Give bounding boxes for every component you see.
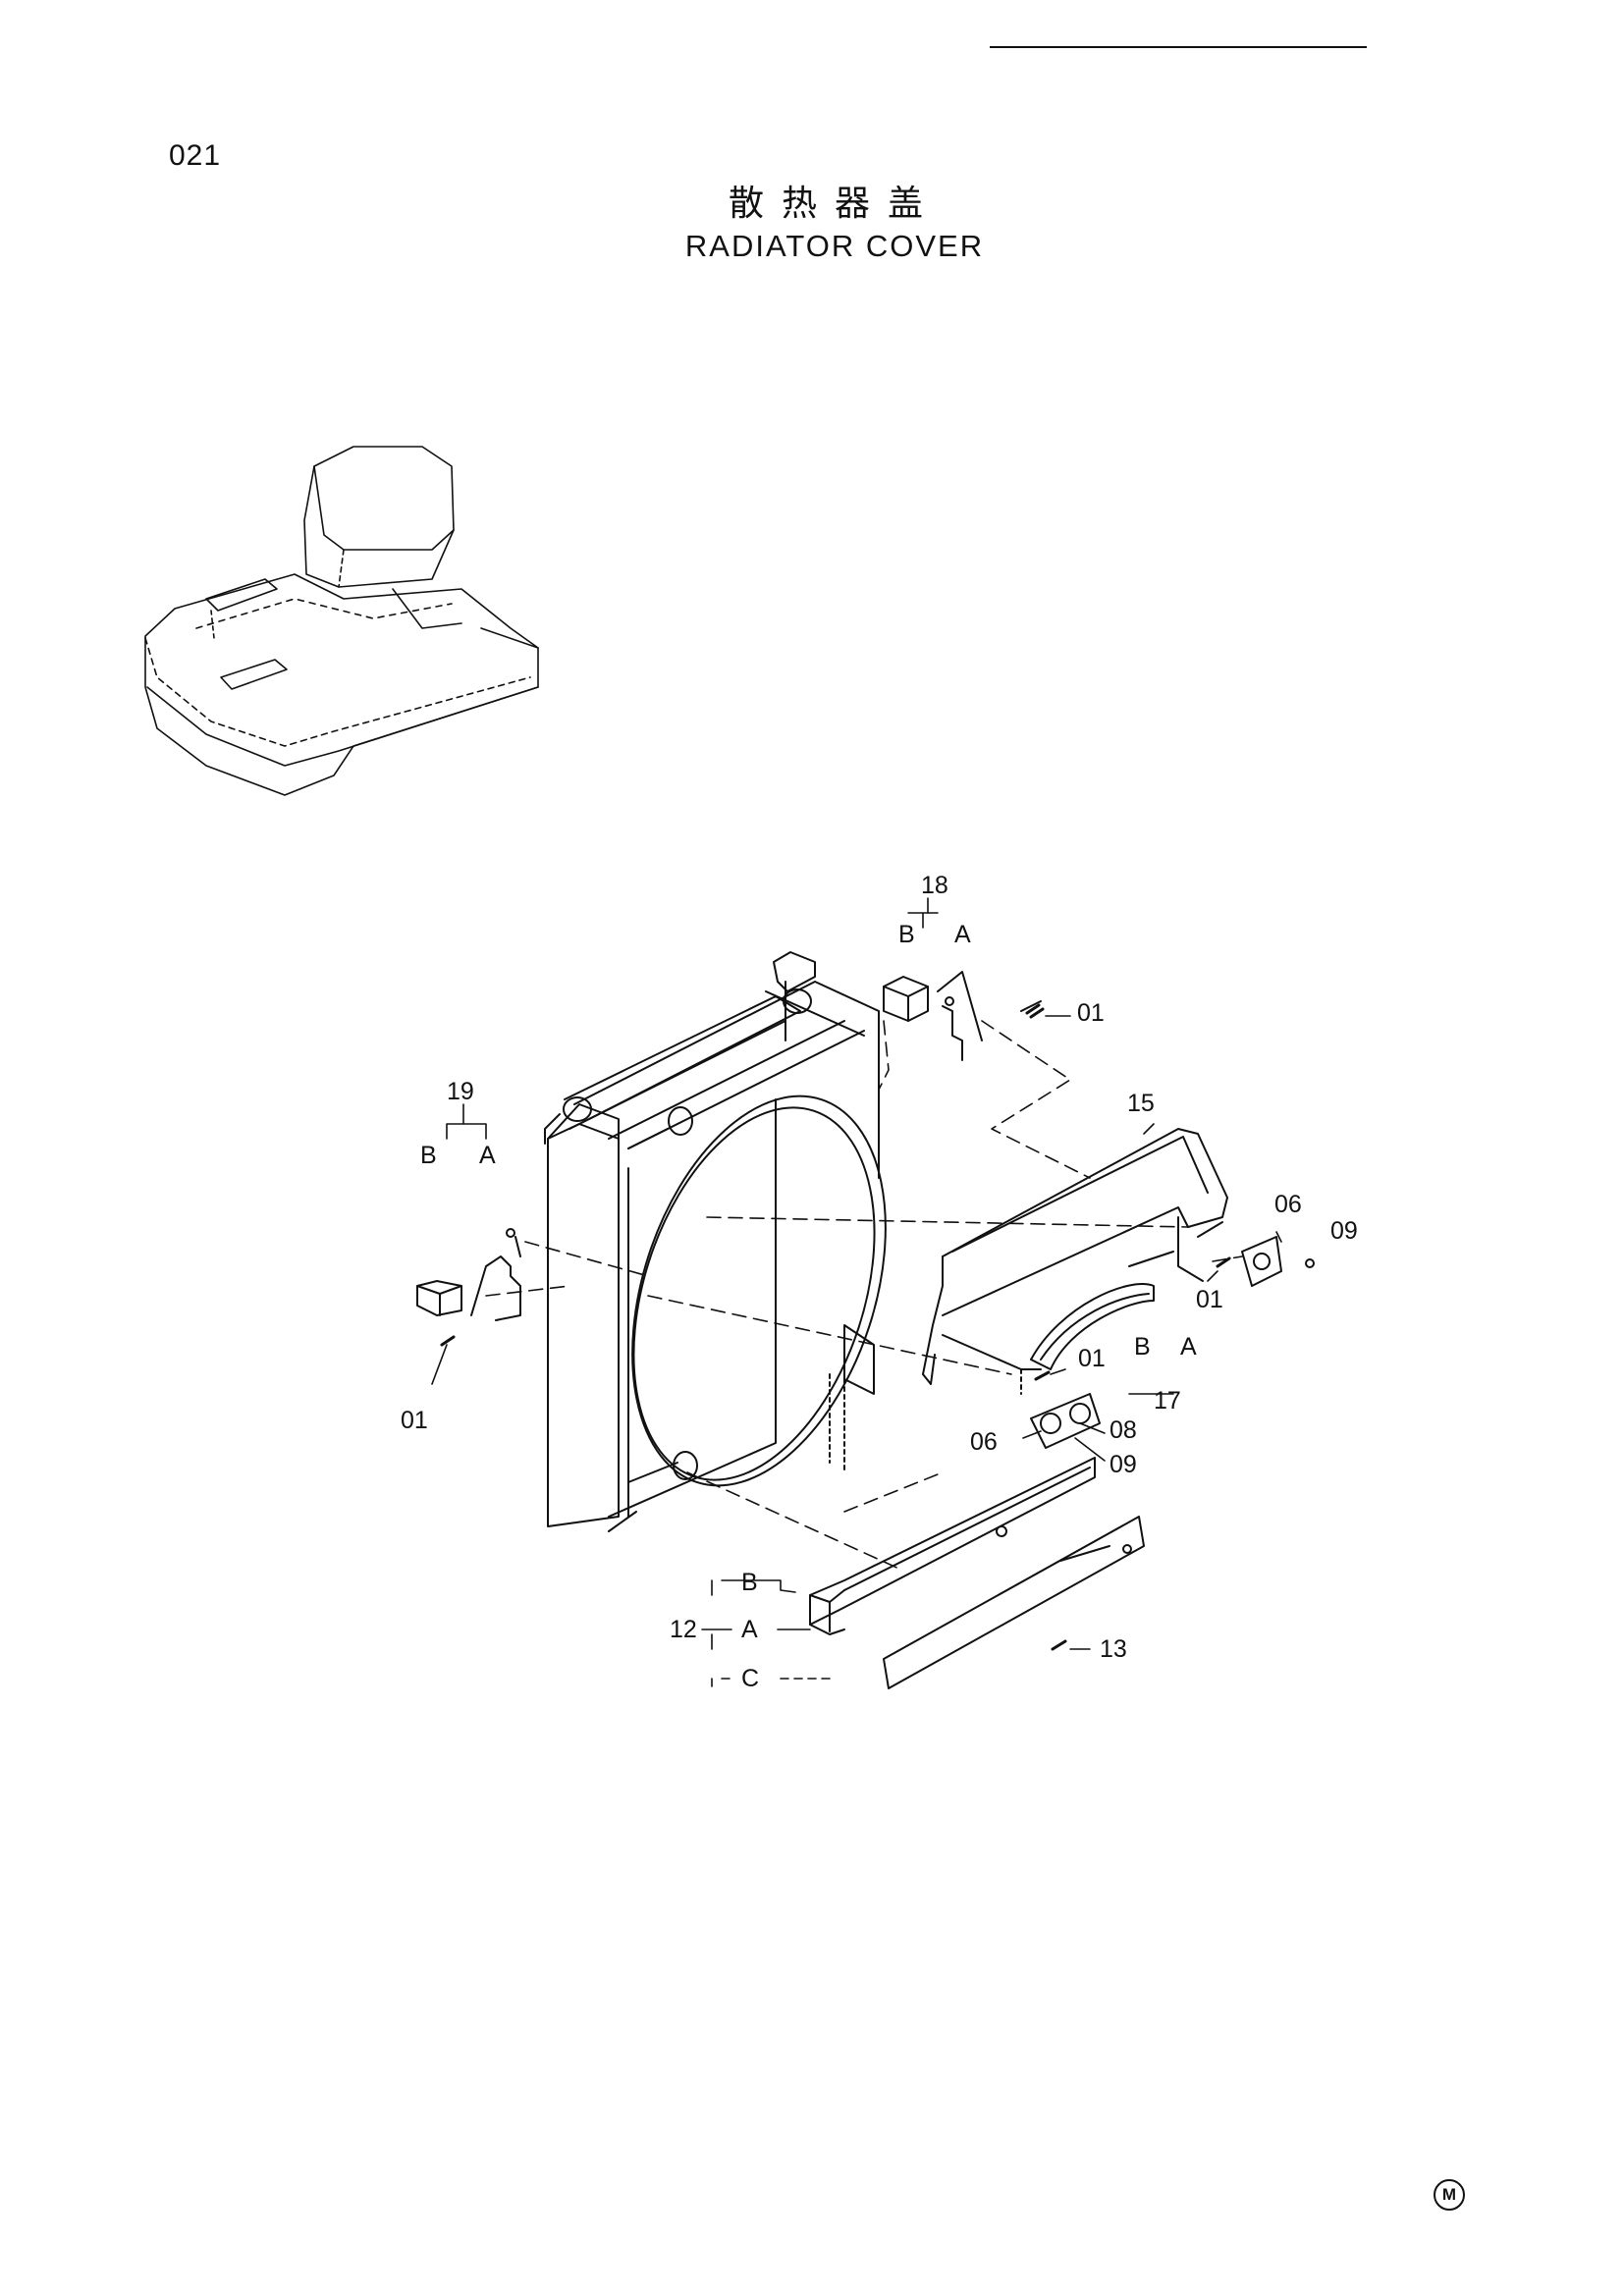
callout-17-a: A — [1180, 1333, 1197, 1361]
callout-08: 08 — [1110, 1416, 1137, 1444]
callout-09-lower: 09 — [1110, 1451, 1137, 1478]
fan-shroud — [627, 1095, 887, 1487]
page-title-chinese: 散热器盖 — [728, 184, 941, 224]
callout-01-right: 01 — [1196, 1286, 1223, 1313]
callout-17: 17 — [1154, 1387, 1181, 1415]
callout-01-top: 01 — [1077, 999, 1105, 1027]
callout-leaders — [431, 897, 1282, 1687]
callout-09-right: 09 — [1330, 1217, 1358, 1245]
header-rule — [990, 46, 1367, 48]
callout-18: 18 — [921, 872, 948, 899]
callout-01-left: 01 — [401, 1407, 428, 1434]
plate-part-06-right — [1216, 1236, 1315, 1287]
callout-18-a: A — [954, 921, 971, 948]
callout-06-right: 06 — [1274, 1191, 1302, 1218]
callout-12-a: A — [741, 1616, 758, 1643]
callout-19-b: B — [420, 1142, 437, 1169]
manufacturer-mark: M — [1434, 2179, 1465, 2211]
callout-18-b: B — [898, 921, 915, 948]
callout-17-b: B — [1134, 1333, 1151, 1361]
plate-part-13 — [883, 1516, 1145, 1689]
callout-19-a: A — [479, 1142, 496, 1169]
callout-06-lower: 06 — [970, 1428, 998, 1456]
radiator-top-tank — [544, 951, 816, 1145]
callout-15: 15 — [1127, 1090, 1155, 1117]
plate-part-06-lower — [1030, 1370, 1101, 1449]
page-title-english: RADIATOR COVER — [684, 229, 985, 263]
callout-19: 19 — [447, 1078, 474, 1105]
radiator-frame — [547, 981, 880, 1532]
machine-location-thumbnail — [144, 446, 539, 796]
cover-part-12 — [809, 1457, 1096, 1635]
cover-part-19 — [416, 1228, 521, 1347]
callout-12: 12 — [670, 1616, 697, 1643]
page-number: 021 — [169, 139, 222, 172]
cover-part-17 — [942, 1251, 1174, 1395]
callout-01-mid: 01 — [1078, 1345, 1106, 1372]
cover-part-18 — [883, 971, 1045, 1061]
callout-12-c: C — [741, 1665, 759, 1692]
callout-labels: 18 B A 01 19 B A 01 15 06 09 01 01 B A 1… — [401, 872, 1358, 1692]
callout-12-b: B — [741, 1569, 758, 1596]
assembly-lines — [485, 1020, 1243, 1572]
callout-13: 13 — [1100, 1635, 1127, 1663]
cover-part-15 — [922, 1128, 1228, 1385]
